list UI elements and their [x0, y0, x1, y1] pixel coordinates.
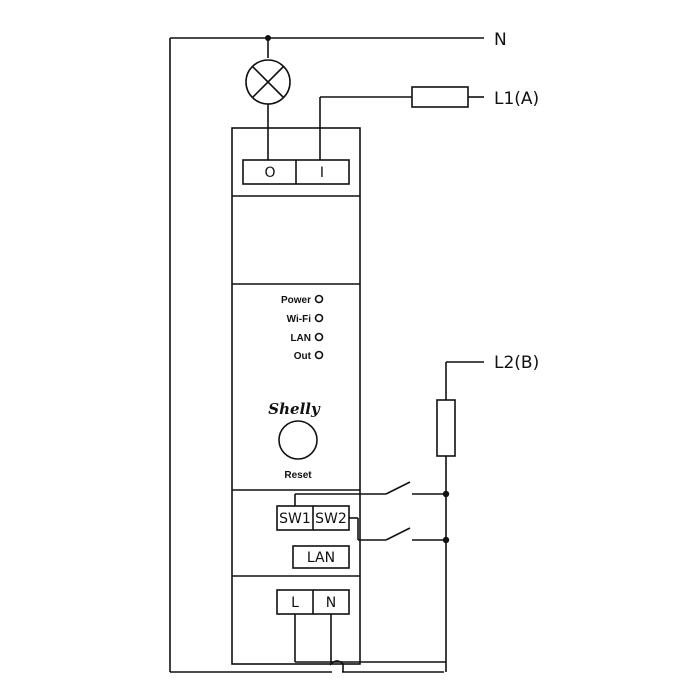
brand-logo: Shelly — [268, 400, 321, 418]
label-neutral: N — [494, 30, 507, 50]
terminal-l-label: L — [291, 595, 299, 611]
device-body — [231, 127, 361, 665]
switch-2-icon — [385, 527, 411, 541]
terminal-lan — [292, 545, 350, 569]
fuse-l1-icon — [411, 86, 469, 108]
terminal-o-label: O — [264, 165, 275, 181]
switch-1-icon — [385, 481, 411, 495]
led-out-icon — [314, 350, 324, 360]
label-line2: L2(B) — [494, 353, 539, 373]
reset-label: Reset — [284, 470, 312, 481]
led-out-label: Out — [294, 351, 312, 362]
wire-crossover — [330, 656, 344, 672]
junction-dot — [442, 536, 450, 544]
terminal-sw2-label: SW2 — [315, 511, 347, 527]
led-wifi-label: Wi-Fi — [287, 314, 312, 325]
fuse-l2-icon — [436, 399, 456, 457]
terminal-i-label: I — [320, 165, 324, 181]
junction-dot — [265, 35, 271, 41]
label-line1: L1(A) — [494, 89, 539, 109]
led-power-label: Power — [281, 295, 311, 306]
terminal-lan-label: LAN — [307, 550, 335, 566]
reset-button[interactable] — [278, 420, 318, 460]
led-power-icon — [314, 294, 324, 304]
terminal-n-label: N — [326, 595, 336, 611]
led-wifi-icon — [314, 313, 324, 323]
terminal-sw1-label: SW1 — [279, 511, 311, 527]
led-lan-icon — [314, 332, 324, 342]
junction-dot — [442, 490, 450, 498]
led-lan-label: LAN — [290, 333, 311, 344]
